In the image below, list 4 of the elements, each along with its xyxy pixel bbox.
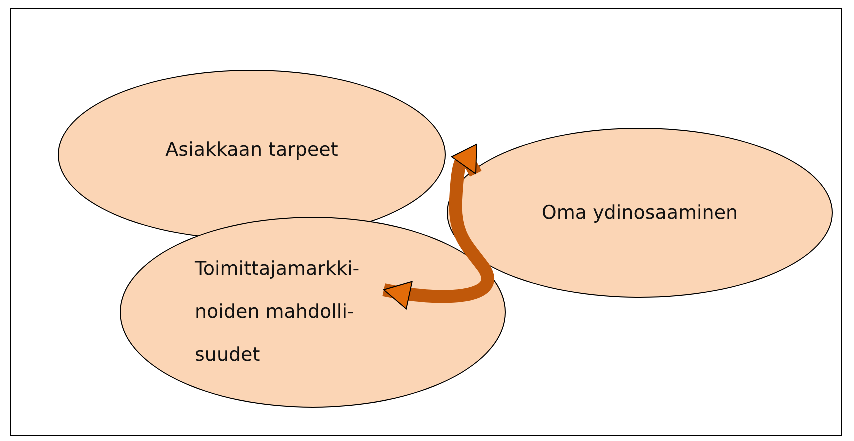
ellipse-label: Oma ydinosaaminen [542, 202, 738, 224]
ellipse-label: Asiakkaan tarpeet [166, 138, 338, 162]
ellipse-label: Toimittajamarkki- noiden mahdolli- suudet [194, 257, 361, 368]
curved-arrow [382, 144, 494, 310]
